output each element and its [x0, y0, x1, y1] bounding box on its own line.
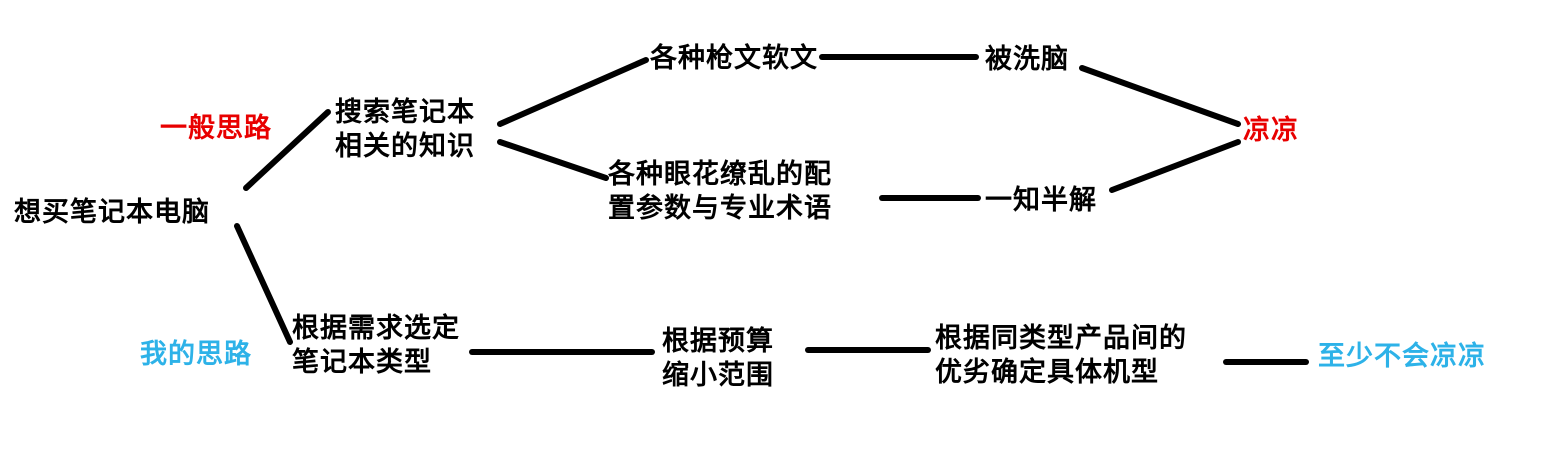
node-search-knowledge-line2: 相关的知识	[335, 131, 475, 162]
node-select-type: 根据需求选定 笔记本类型	[292, 312, 460, 380]
edge-half-to-doomed	[1109, 139, 1241, 193]
node-search-knowledge: 搜索笔记本 相关的知识	[335, 96, 475, 164]
node-select-type-line1: 根据需求选定	[292, 313, 460, 344]
node-label-general: 一般思路	[160, 113, 272, 144]
node-confusing-specs-line2: 置参数与专业术语	[608, 193, 832, 224]
node-label-mine: 我的思路	[140, 339, 252, 370]
edge-search-to-promo	[497, 57, 649, 127]
node-confusing-specs: 各种眼花缭乱的配 置参数与专业术语	[608, 158, 832, 226]
edge-brainwashed-to-doomed	[1079, 65, 1241, 127]
node-not-doomed: 至少不会凉凉	[1318, 341, 1486, 372]
node-confusing-specs-line1: 各种眼花缭乱的配	[608, 159, 832, 190]
node-narrow-budget-line2: 缩小范围	[662, 360, 774, 391]
node-compare-products-line2: 优劣确定具体机型	[935, 357, 1159, 388]
node-doomed: 凉凉	[1243, 115, 1299, 146]
edge-root-to-search	[243, 109, 331, 191]
node-compare-products: 根据同类型产品间的 优劣确定具体机型	[935, 322, 1187, 390]
edge-search-to-specs	[497, 139, 609, 181]
node-narrow-budget-line1: 根据预算	[662, 326, 774, 357]
node-promo-articles: 各种枪文软文	[650, 43, 818, 74]
node-search-knowledge-line1: 搜索笔记本	[335, 97, 475, 128]
edge-root-to-select-type	[234, 223, 293, 345]
node-half-understanding: 一知半解	[985, 185, 1097, 216]
node-select-type-line2: 笔记本类型	[292, 347, 432, 378]
node-brainwashed: 被洗脑	[985, 44, 1069, 75]
node-narrow-budget: 根据预算 缩小范围	[662, 325, 774, 393]
node-compare-products-line1: 根据同类型产品间的	[935, 323, 1187, 354]
node-root: 想买笔记本电脑	[14, 197, 210, 228]
